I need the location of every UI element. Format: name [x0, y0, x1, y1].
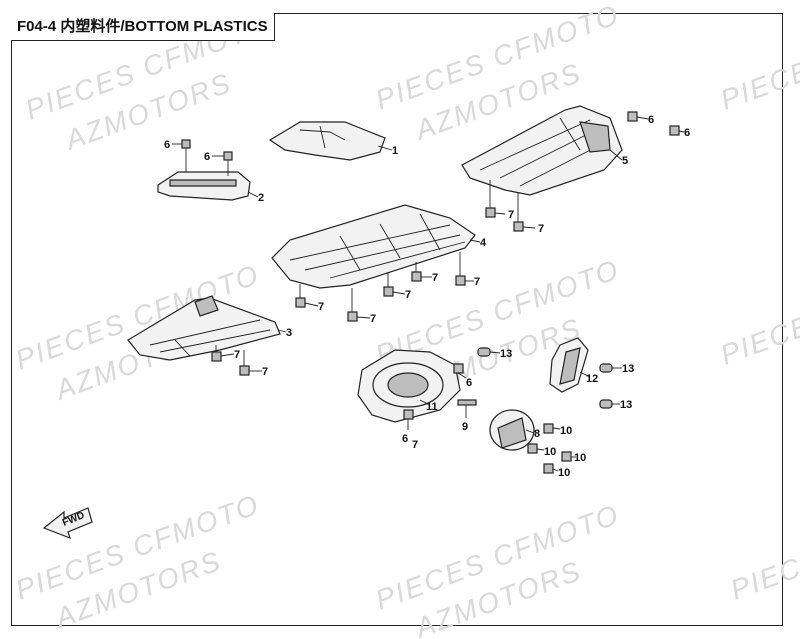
page-title: F04-4 内塑料件/BOTTOM PLASTICS: [11, 13, 275, 41]
watermark-text: PIECES CFMOTO: [726, 489, 800, 606]
callout-7: 7: [318, 301, 324, 313]
callout-7: 7: [538, 223, 544, 235]
callout-7: 7: [405, 289, 411, 301]
callout-6: 6: [402, 433, 408, 445]
part-8-round-cover: [489, 409, 576, 474]
part-3-skid-plate: [127, 295, 287, 376]
callout-10: 10: [560, 425, 572, 437]
callout-7: 7: [508, 209, 514, 221]
callout-2: 2: [258, 192, 264, 204]
callout-6: 6: [466, 377, 472, 389]
callout-6: 6: [684, 127, 690, 139]
part-4-skid-plate: [271, 204, 481, 322]
part-11-cvt-cover: [357, 347, 501, 430]
callout-12: 12: [586, 373, 598, 385]
callout-6: 6: [204, 151, 210, 163]
callout-6: 6: [648, 114, 654, 126]
callout-6: 6: [164, 139, 170, 151]
callout-10: 10: [574, 452, 586, 464]
callout-3: 3: [286, 327, 292, 339]
callout-11: 11: [426, 401, 438, 413]
callout-4: 4: [480, 237, 487, 249]
diagram-frame: [11, 13, 783, 626]
watermark-text: PIECES CFMOTO: [716, 254, 800, 371]
callout-10: 10: [558, 467, 570, 479]
watermark: PIECES CFMOTO AZMOTORS PIECES CFMOTO AZM…: [11, 0, 800, 639]
callout-10: 10: [544, 446, 556, 458]
part-5-skid-plate: [461, 105, 685, 232]
callout-7: 7: [234, 349, 240, 361]
callout-7: 7: [262, 366, 268, 378]
callout-7: 7: [370, 313, 376, 325]
callout-8: 8: [534, 428, 540, 440]
part-1-cover: [268, 121, 393, 161]
callout-7: 7: [474, 276, 480, 288]
callout-13: 13: [622, 363, 634, 375]
callout-13: 13: [500, 348, 512, 360]
callout-1: 1: [392, 145, 398, 157]
part-12-side-cover: [549, 337, 622, 409]
part-2-bracket: [157, 139, 259, 201]
callout-7: 7: [432, 272, 438, 284]
callout-7: 7: [412, 439, 418, 451]
callout-labels: 1 2 3 4 5 6 6 6 6 6 6 7 7 7 7 7 7 7 7 7 …: [164, 114, 690, 479]
callout-13: 13: [620, 399, 632, 411]
watermark-text: PIECES CFMOTO: [716, 0, 800, 116]
fwd-arrow: FWD: [42, 507, 93, 540]
callout-5: 5: [622, 155, 628, 167]
callout-9: 9: [462, 421, 468, 433]
